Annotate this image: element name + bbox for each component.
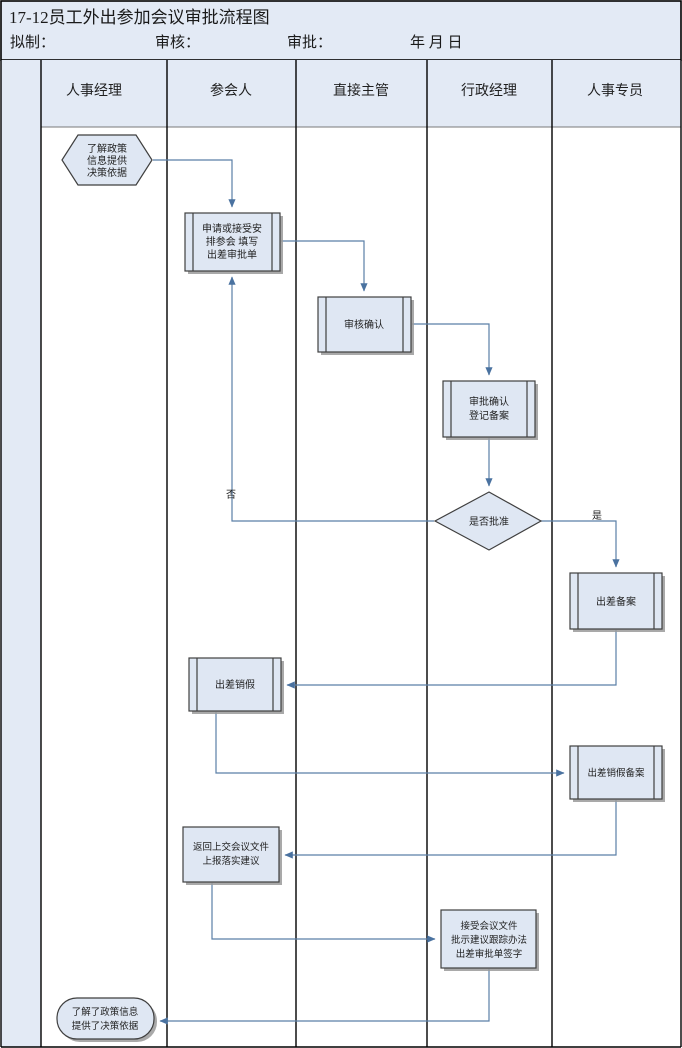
review-confirm-line-1: 审核确认 xyxy=(344,318,384,331)
approval-decision-diamond[interactable] xyxy=(433,491,543,551)
node-apply-accept[interactable]: 申请或接受安 排参会 填写 出差审批单 xyxy=(184,212,283,274)
left-side-band xyxy=(1,60,41,1047)
accept-documents-line-3: 出差审批单签字 xyxy=(456,948,523,960)
approve-register-line-2: 登记备案 xyxy=(469,409,509,422)
return-documents-line-2: 上报落实建议 xyxy=(202,855,260,867)
field-reviewed: 审核： xyxy=(155,34,200,51)
apply-accept-line-3: 出差审批单 xyxy=(207,248,257,261)
field-approved: 审批： xyxy=(287,34,332,51)
node-accept-documents[interactable]: 接受会议文件 批示建议跟踪办法 出差审批单签字 xyxy=(440,909,539,971)
node-policy-understood[interactable]: 了解了政策信息 提供了决策依据 xyxy=(56,997,157,1042)
policy-understood-line-1: 了解了政策信息 xyxy=(72,1006,139,1018)
understand-policy-line-2: 信息提供 xyxy=(87,154,127,167)
connector-apply-to-review xyxy=(281,240,368,292)
trip-record-box[interactable] xyxy=(569,572,663,630)
understand-policy-hexagon[interactable] xyxy=(61,134,153,186)
field-drafted: 拟制： xyxy=(10,34,55,51)
header-band xyxy=(1,1,681,60)
trip-leave-close-line-1: 出差销假 xyxy=(215,678,255,691)
node-return-documents[interactable]: 返回上交会议文件 上报落实建议 xyxy=(182,826,282,885)
trip-leave-record-box[interactable] xyxy=(569,745,663,800)
column-header-hr-manager: 人事经理 xyxy=(66,83,122,99)
field-date: 年 月 日 xyxy=(410,34,463,51)
connector-leave-close-to-leave-record xyxy=(215,712,565,777)
review-confirm-box[interactable] xyxy=(317,296,412,353)
connector-leave-record-to-return-docs xyxy=(284,800,617,859)
connector-trip-record-to-leave-close xyxy=(286,630,617,689)
edge-label-no: 否 xyxy=(226,489,236,501)
understand-policy-line-3: 决策依据 xyxy=(87,166,127,179)
policy-understood-oval[interactable] xyxy=(56,997,155,1040)
node-understand-policy[interactable]: 了解政策 信息提供 决策依据 xyxy=(61,134,153,186)
node-trip-record[interactable]: 出差备案 xyxy=(569,572,665,632)
node-approve-register[interactable]: 审批确认 登记备案 xyxy=(442,380,538,440)
apply-accept-line-2: 排参会 填写 xyxy=(206,235,259,248)
column-header-attendee: 参会人 xyxy=(210,82,252,99)
column-header-band xyxy=(1,60,681,127)
connector-review-to-approve xyxy=(412,323,493,376)
node-review-confirm[interactable]: 审核确认 xyxy=(317,296,414,355)
accept-documents-line-2: 批示建议跟踪办法 xyxy=(451,934,527,946)
connector-decision-no-to-apply xyxy=(228,276,434,522)
connector-policy-to-apply xyxy=(153,159,236,208)
node-trip-leave-close[interactable]: 出差销假 xyxy=(188,657,284,714)
accept-documents-box[interactable] xyxy=(440,909,537,969)
approval-decision-label: 是否批准 xyxy=(469,515,509,528)
understand-policy-line-1: 了解政策 xyxy=(87,142,127,155)
column-header-direct-supervisor: 直接主管 xyxy=(333,82,389,99)
policy-understood-line-2: 提供了决策依据 xyxy=(72,1020,139,1032)
return-documents-line-1: 返回上交会议文件 xyxy=(193,841,270,853)
column-header-hr-specialist: 人事专员 xyxy=(587,83,643,99)
approve-register-box[interactable] xyxy=(442,380,536,438)
trip-leave-close-box[interactable] xyxy=(188,657,282,712)
node-decision-approve[interactable]: 是否批准 xyxy=(433,491,543,551)
connector-decision-yes-to-trip-record xyxy=(541,520,620,568)
apply-accept-box[interactable] xyxy=(184,212,281,272)
column-header-admin-manager: 行政经理 xyxy=(461,83,517,99)
node-trip-leave-record[interactable]: 出差销假备案 xyxy=(569,745,665,802)
connector-layer xyxy=(153,159,620,1025)
trip-record-line-1: 出差备案 xyxy=(596,595,636,608)
page-title: 17-12员工外出参加会议审批流程图 xyxy=(9,8,270,27)
approve-register-line-1: 审批确认 xyxy=(469,395,509,408)
accept-documents-line-1: 接受会议文件 xyxy=(460,920,518,932)
connector-accept-docs-to-final xyxy=(159,969,490,1025)
apply-accept-line-1: 申请或接受安 xyxy=(202,222,262,235)
trip-leave-record-line-1: 出差销假备案 xyxy=(587,767,645,779)
connector-return-docs-to-accept-docs xyxy=(211,883,436,943)
return-documents-box[interactable] xyxy=(182,826,280,883)
edge-label-yes: 是 xyxy=(592,510,602,522)
